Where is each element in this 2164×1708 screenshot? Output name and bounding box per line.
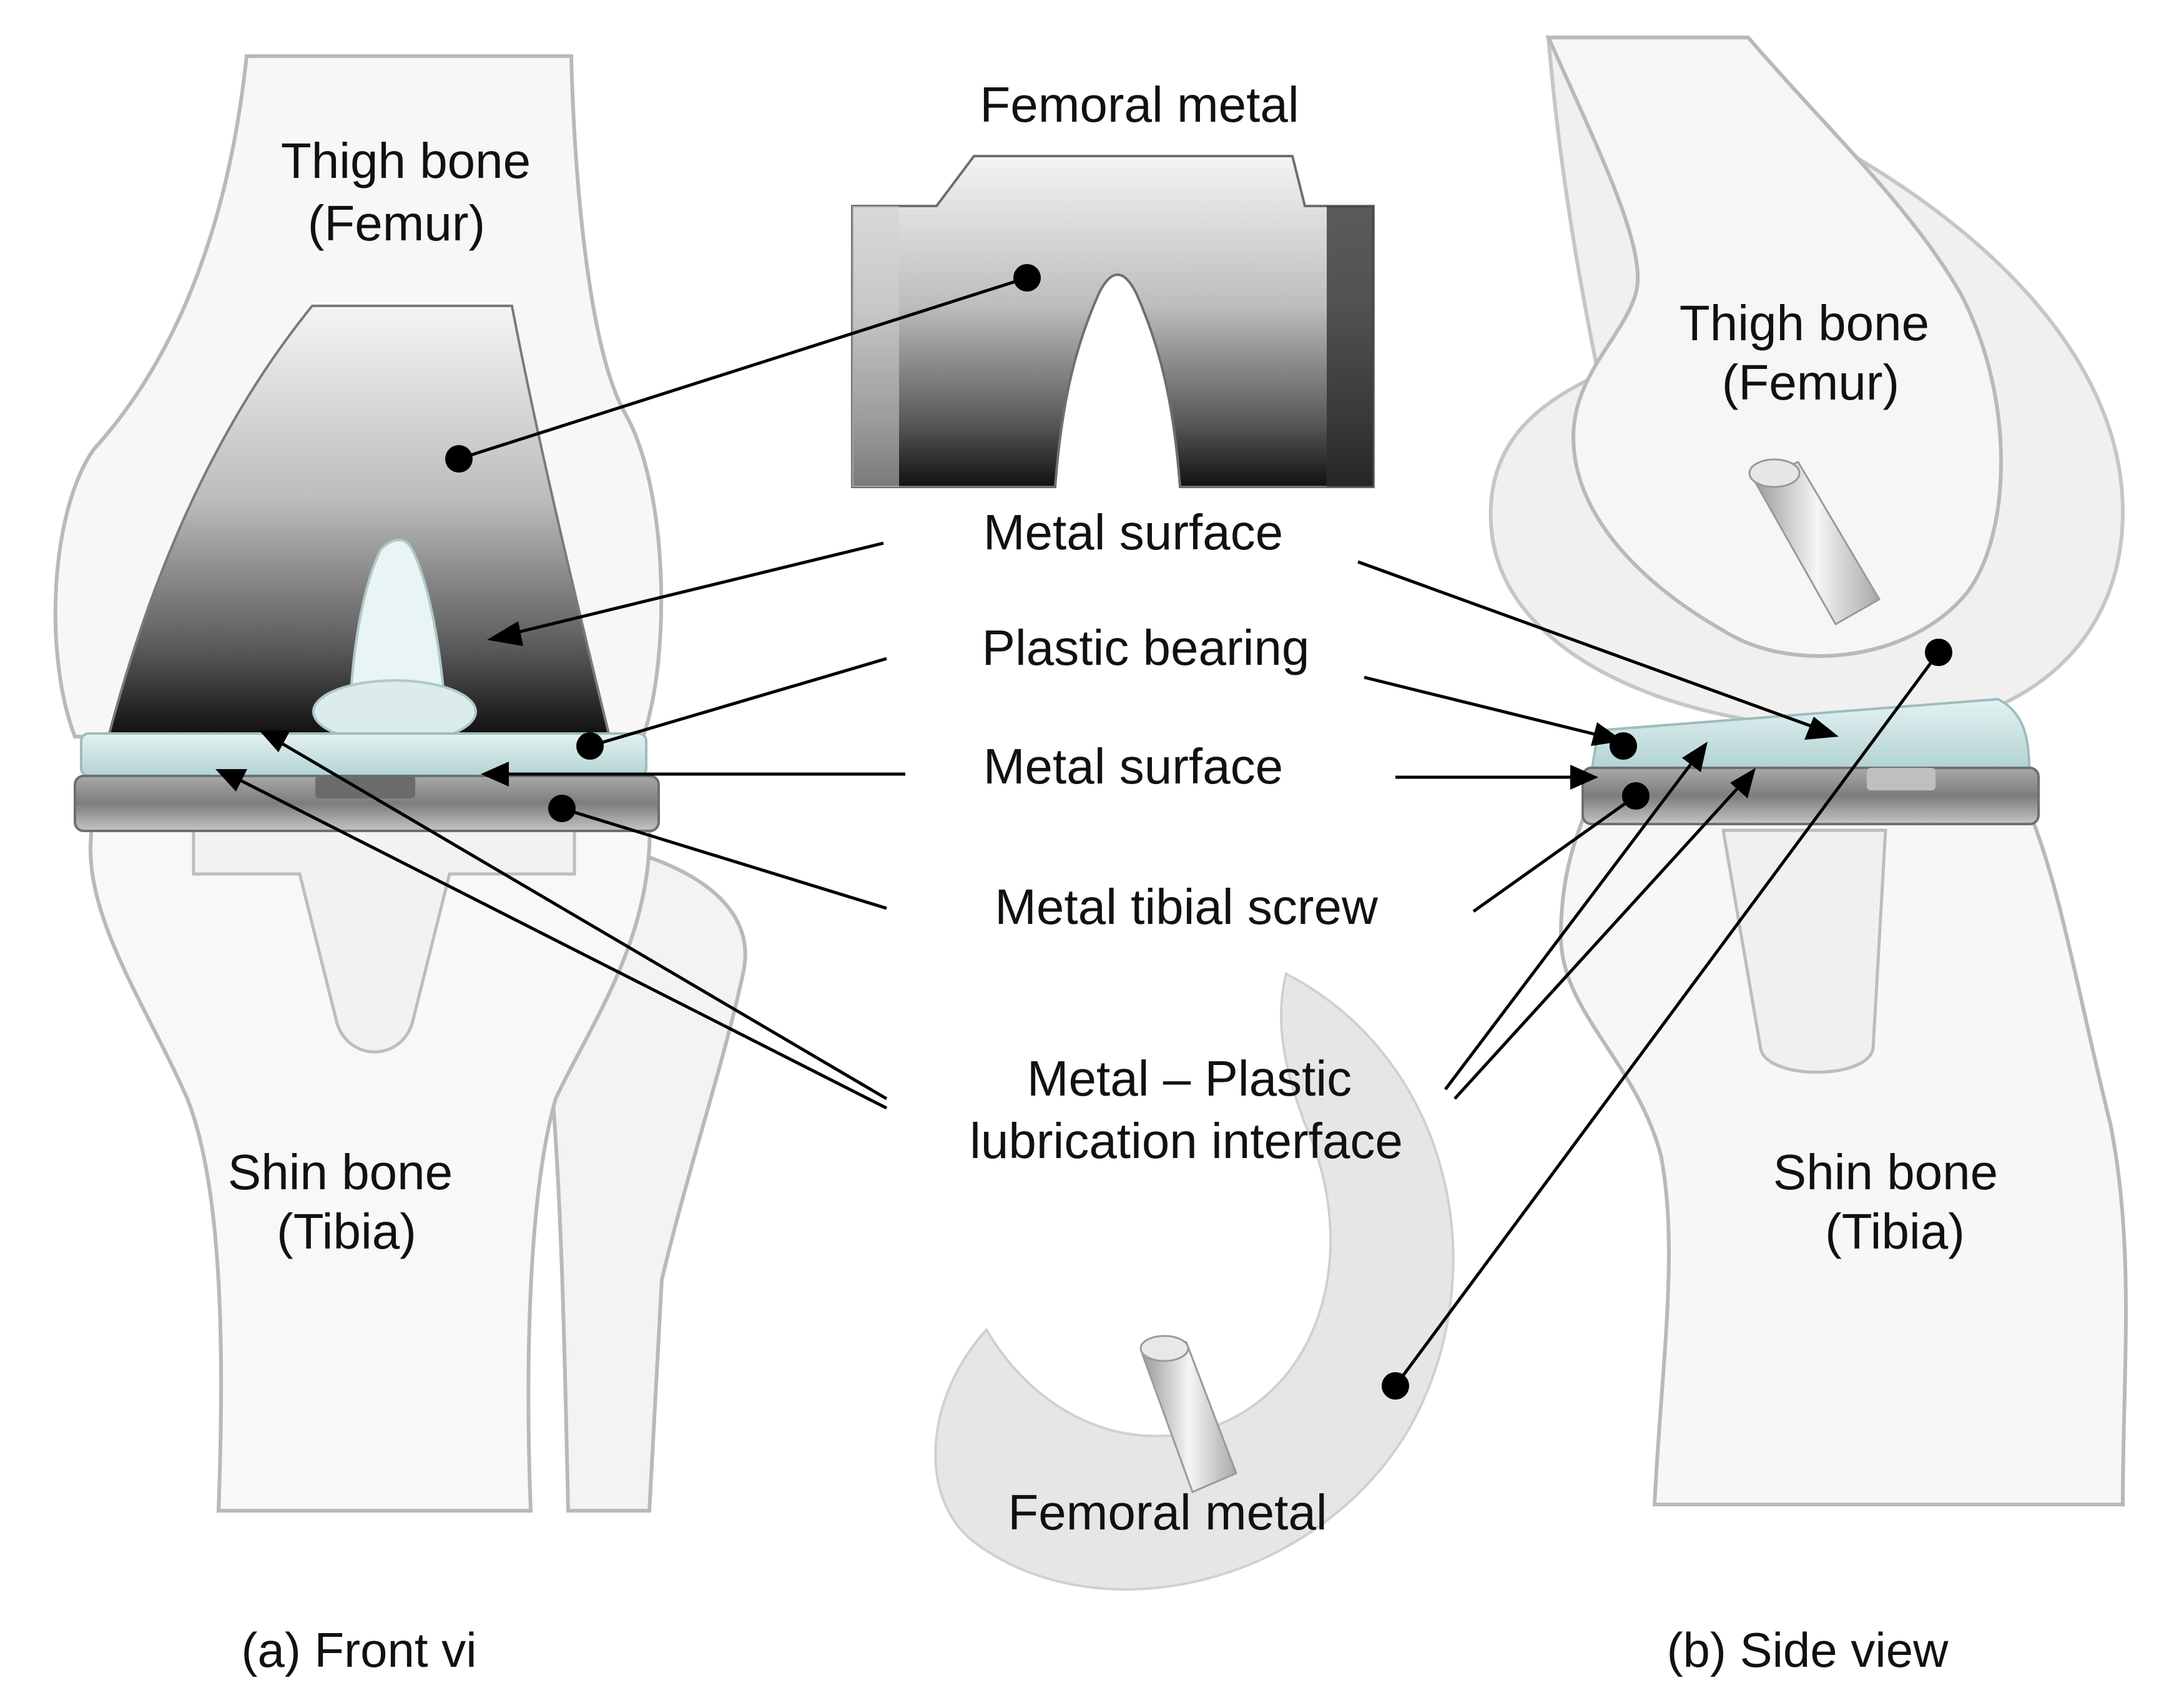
dot-femoral-metal-inset: [1013, 264, 1041, 292]
side-view-caption: (b) Side view: [1667, 1622, 1949, 1677]
side-femoral-peg-tip: [1748, 458, 1801, 488]
dot-tibial-screw-side: [1622, 782, 1650, 810]
front-tibial-keel: [192, 816, 576, 1054]
center-metal-surface-upper: Metal surface: [983, 504, 1283, 560]
arrowhead-metal-surface-lower-right: [1570, 765, 1598, 790]
front-view-caption: (a) Front vi: [241, 1622, 476, 1677]
inset-side-peg-tip: [1139, 1335, 1189, 1362]
side-tray-lug: [1867, 768, 1935, 790]
front-view-illustration: [53, 54, 747, 1513]
dot-plastic-bearing-side: [1610, 732, 1637, 760]
dot-femoral-metal-bottom: [1382, 1372, 1409, 1400]
side-view-illustration: [1488, 35, 2128, 1506]
leader-femoral-metal-side: [1394, 651, 1940, 1387]
arrowhead-interface-left-1: [259, 730, 290, 752]
leader-interface-right-1: [1444, 757, 1696, 1091]
leader-interface-right-2: [1453, 782, 1743, 1100]
leader-metal-surface-upper-left: [511, 541, 884, 636]
side-tibia-label-line2: (Tibia): [1825, 1204, 1965, 1259]
center-metal-surface-lower: Metal surface: [983, 739, 1283, 794]
dot-femoral-metal-side: [1925, 639, 1952, 666]
side-tibia-bone: [1558, 810, 2128, 1506]
arrowhead-metal-surface-upper-left: [487, 621, 523, 646]
leader-tibial-screw-right: [1472, 794, 1637, 913]
inset-left-block: [852, 206, 899, 487]
center-plastic-bearing: Plastic bearing: [982, 620, 1310, 675]
front-plastic-bearing: [80, 732, 647, 777]
inset-right-block: [1327, 206, 1374, 487]
femoral-metal-inset-top: [851, 155, 1375, 488]
center-femoral-metal-bottom: Femoral metal: [1008, 1485, 1327, 1540]
leader-lines: [215, 264, 1952, 1400]
dot-plastic-bearing-front: [576, 732, 604, 760]
front-tray-lug: [315, 776, 415, 798]
dot-tibial-screw-front: [548, 795, 576, 822]
leader-plastic-bearing-left: [589, 657, 887, 748]
leader-metal-surface-upper-right: [1357, 560, 1824, 732]
femoral-metal-inset-bottom: [934, 972, 1455, 1591]
arrowhead-metal-surface-lower-left: [481, 762, 509, 787]
arrowhead-metal-surface-upper-right: [1804, 717, 1839, 740]
center-femoral-metal-top: Femoral metal: [980, 77, 1299, 132]
leader-plastic-bearing-right: [1364, 675, 1605, 739]
front-tibia-label-line2: (Tibia): [277, 1204, 416, 1259]
leader-femoral-metal-front: [458, 276, 1028, 461]
center-interface-line1: Metal – Plastic: [1027, 1051, 1352, 1106]
leader-interface-left-2: [239, 778, 888, 1110]
leader-tibial-screw-left: [561, 807, 887, 910]
side-femur-label-line2: (Femur): [1722, 355, 1899, 410]
center-interface-line2: lubrication interface: [970, 1113, 1403, 1169]
side-femur-label-line1: Thigh bone: [1680, 295, 1929, 351]
side-femur-bone: [1545, 36, 2003, 658]
arrowhead-interface-right-1: [1682, 742, 1708, 772]
front-tibia-label-line1: Shin bone: [228, 1144, 453, 1200]
inset-side-femoral-component: [934, 972, 1455, 1591]
labels: Thigh bone (Femur) Femoral metal Metal s…: [228, 77, 1998, 1677]
leader-interface-left-1: [280, 741, 888, 1101]
front-tibia-bone: [89, 816, 652, 1513]
dot-femoral-metal-front: [445, 445, 473, 473]
arrowhead-interface-left-2: [215, 769, 247, 792]
inset-femoral-component: [851, 155, 1375, 488]
front-femur-label-line1: Thigh bone: [281, 133, 531, 189]
side-tibia-label-line1: Shin bone: [1773, 1144, 1998, 1200]
front-femur-label-line2: (Femur): [308, 195, 485, 251]
center-metal-tibial-screw: Metal tibial screw: [995, 879, 1378, 935]
arrowhead-interface-right-2: [1730, 768, 1756, 798]
